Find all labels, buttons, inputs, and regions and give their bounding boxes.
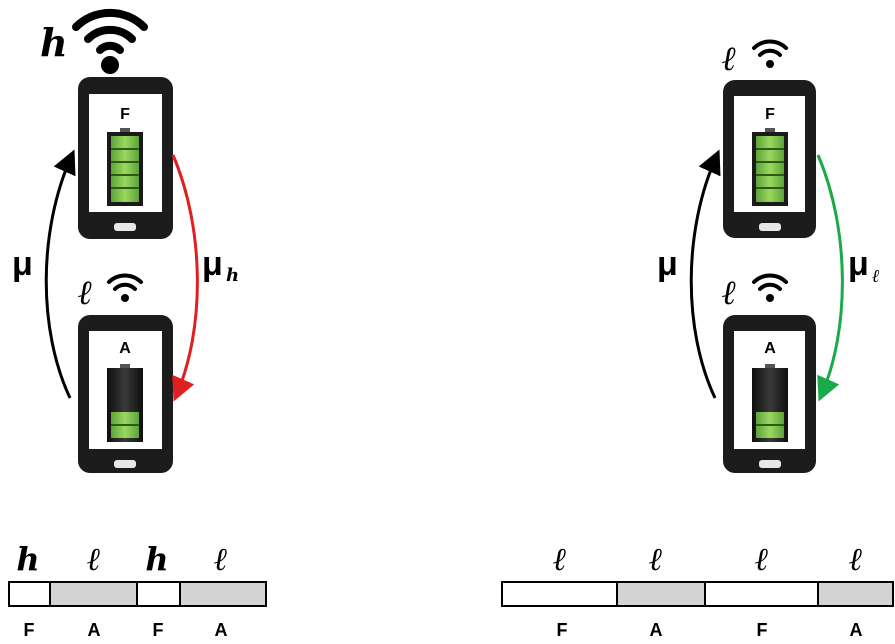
right-scenario: ℓ F ℓ <box>501 39 894 640</box>
timeline-segment <box>817 581 894 607</box>
timeline-segment <box>501 581 618 607</box>
left-timeline-state-2: A <box>88 620 101 640</box>
right-timeline-rate-4: ℓ <box>849 540 863 578</box>
left-timeline-state-4: A <box>215 620 228 640</box>
left-top-phone: F <box>78 77 173 239</box>
left-timeline-rate-3: 𝒉 <box>145 540 168 578</box>
right-mu-up-label: μ <box>657 245 678 283</box>
left-timeline-state-1: F <box>24 620 35 640</box>
right-mu-down-subscript: ℓ <box>872 266 880 287</box>
timeline-segment <box>179 581 267 607</box>
timeline-segment <box>49 581 138 607</box>
left-timeline-rate-1: 𝒉 <box>16 540 39 578</box>
left-scenario: 𝒉 F ℓ <box>8 8 267 640</box>
left-arrow-up <box>44 149 76 399</box>
timeline-segment <box>8 581 51 607</box>
left-timeline: 𝒉 ℓ 𝒉 ℓ F A F A <box>8 540 267 640</box>
left-top-state-label: F <box>120 106 130 123</box>
right-arrow-up <box>689 149 721 399</box>
right-timeline-state-3: F <box>757 620 768 640</box>
right-bottom-phone: A <box>723 315 816 473</box>
left-timeline-rate-4: ℓ <box>214 540 228 578</box>
battery-full-icon <box>752 128 788 206</box>
left-timeline-state-3: F <box>153 620 164 640</box>
right-timeline-rate-1: ℓ <box>553 540 567 578</box>
timeline-segment <box>616 581 706 607</box>
battery-low-icon <box>752 364 788 442</box>
right-top-rate-symbol: ℓ <box>722 39 737 79</box>
battery-low-icon <box>107 364 143 442</box>
left-mu-down-label: μ <box>202 245 223 283</box>
left-arrow-down <box>171 154 199 402</box>
wifi-icon <box>752 39 788 68</box>
left-mu-down-subscript: 𝒉 <box>226 265 239 286</box>
wifi-icon <box>72 8 148 74</box>
right-timeline-state-2: A <box>650 620 663 640</box>
right-bottom-rate-symbol: ℓ <box>722 273 737 313</box>
right-bottom-state-label: A <box>764 340 776 357</box>
timeline-segment <box>136 581 181 607</box>
left-top-rate-symbol: 𝒉 <box>40 20 68 65</box>
right-mu-down-label: μ <box>848 245 869 283</box>
right-arrow-down <box>816 154 844 402</box>
left-bottom-rate-symbol: ℓ <box>78 273 93 313</box>
right-top-phone: F <box>723 80 816 238</box>
right-timeline-state-1: F <box>557 620 568 640</box>
right-timeline: ℓ ℓ ℓ ℓ F A F A <box>501 540 894 640</box>
right-timeline-state-4: A <box>850 620 863 640</box>
left-bottom-phone: A <box>78 315 173 473</box>
wifi-icon <box>107 273 143 302</box>
battery-full-icon <box>107 128 143 206</box>
right-top-state-label: F <box>765 106 775 123</box>
left-bottom-state-label: A <box>119 340 131 357</box>
right-timeline-rate-3: ℓ <box>755 540 769 578</box>
right-timeline-rate-2: ℓ <box>649 540 663 578</box>
timeline-segment <box>704 581 819 607</box>
wifi-icon <box>752 273 788 302</box>
left-mu-up-label: μ <box>12 245 33 283</box>
left-timeline-rate-2: ℓ <box>87 540 101 578</box>
